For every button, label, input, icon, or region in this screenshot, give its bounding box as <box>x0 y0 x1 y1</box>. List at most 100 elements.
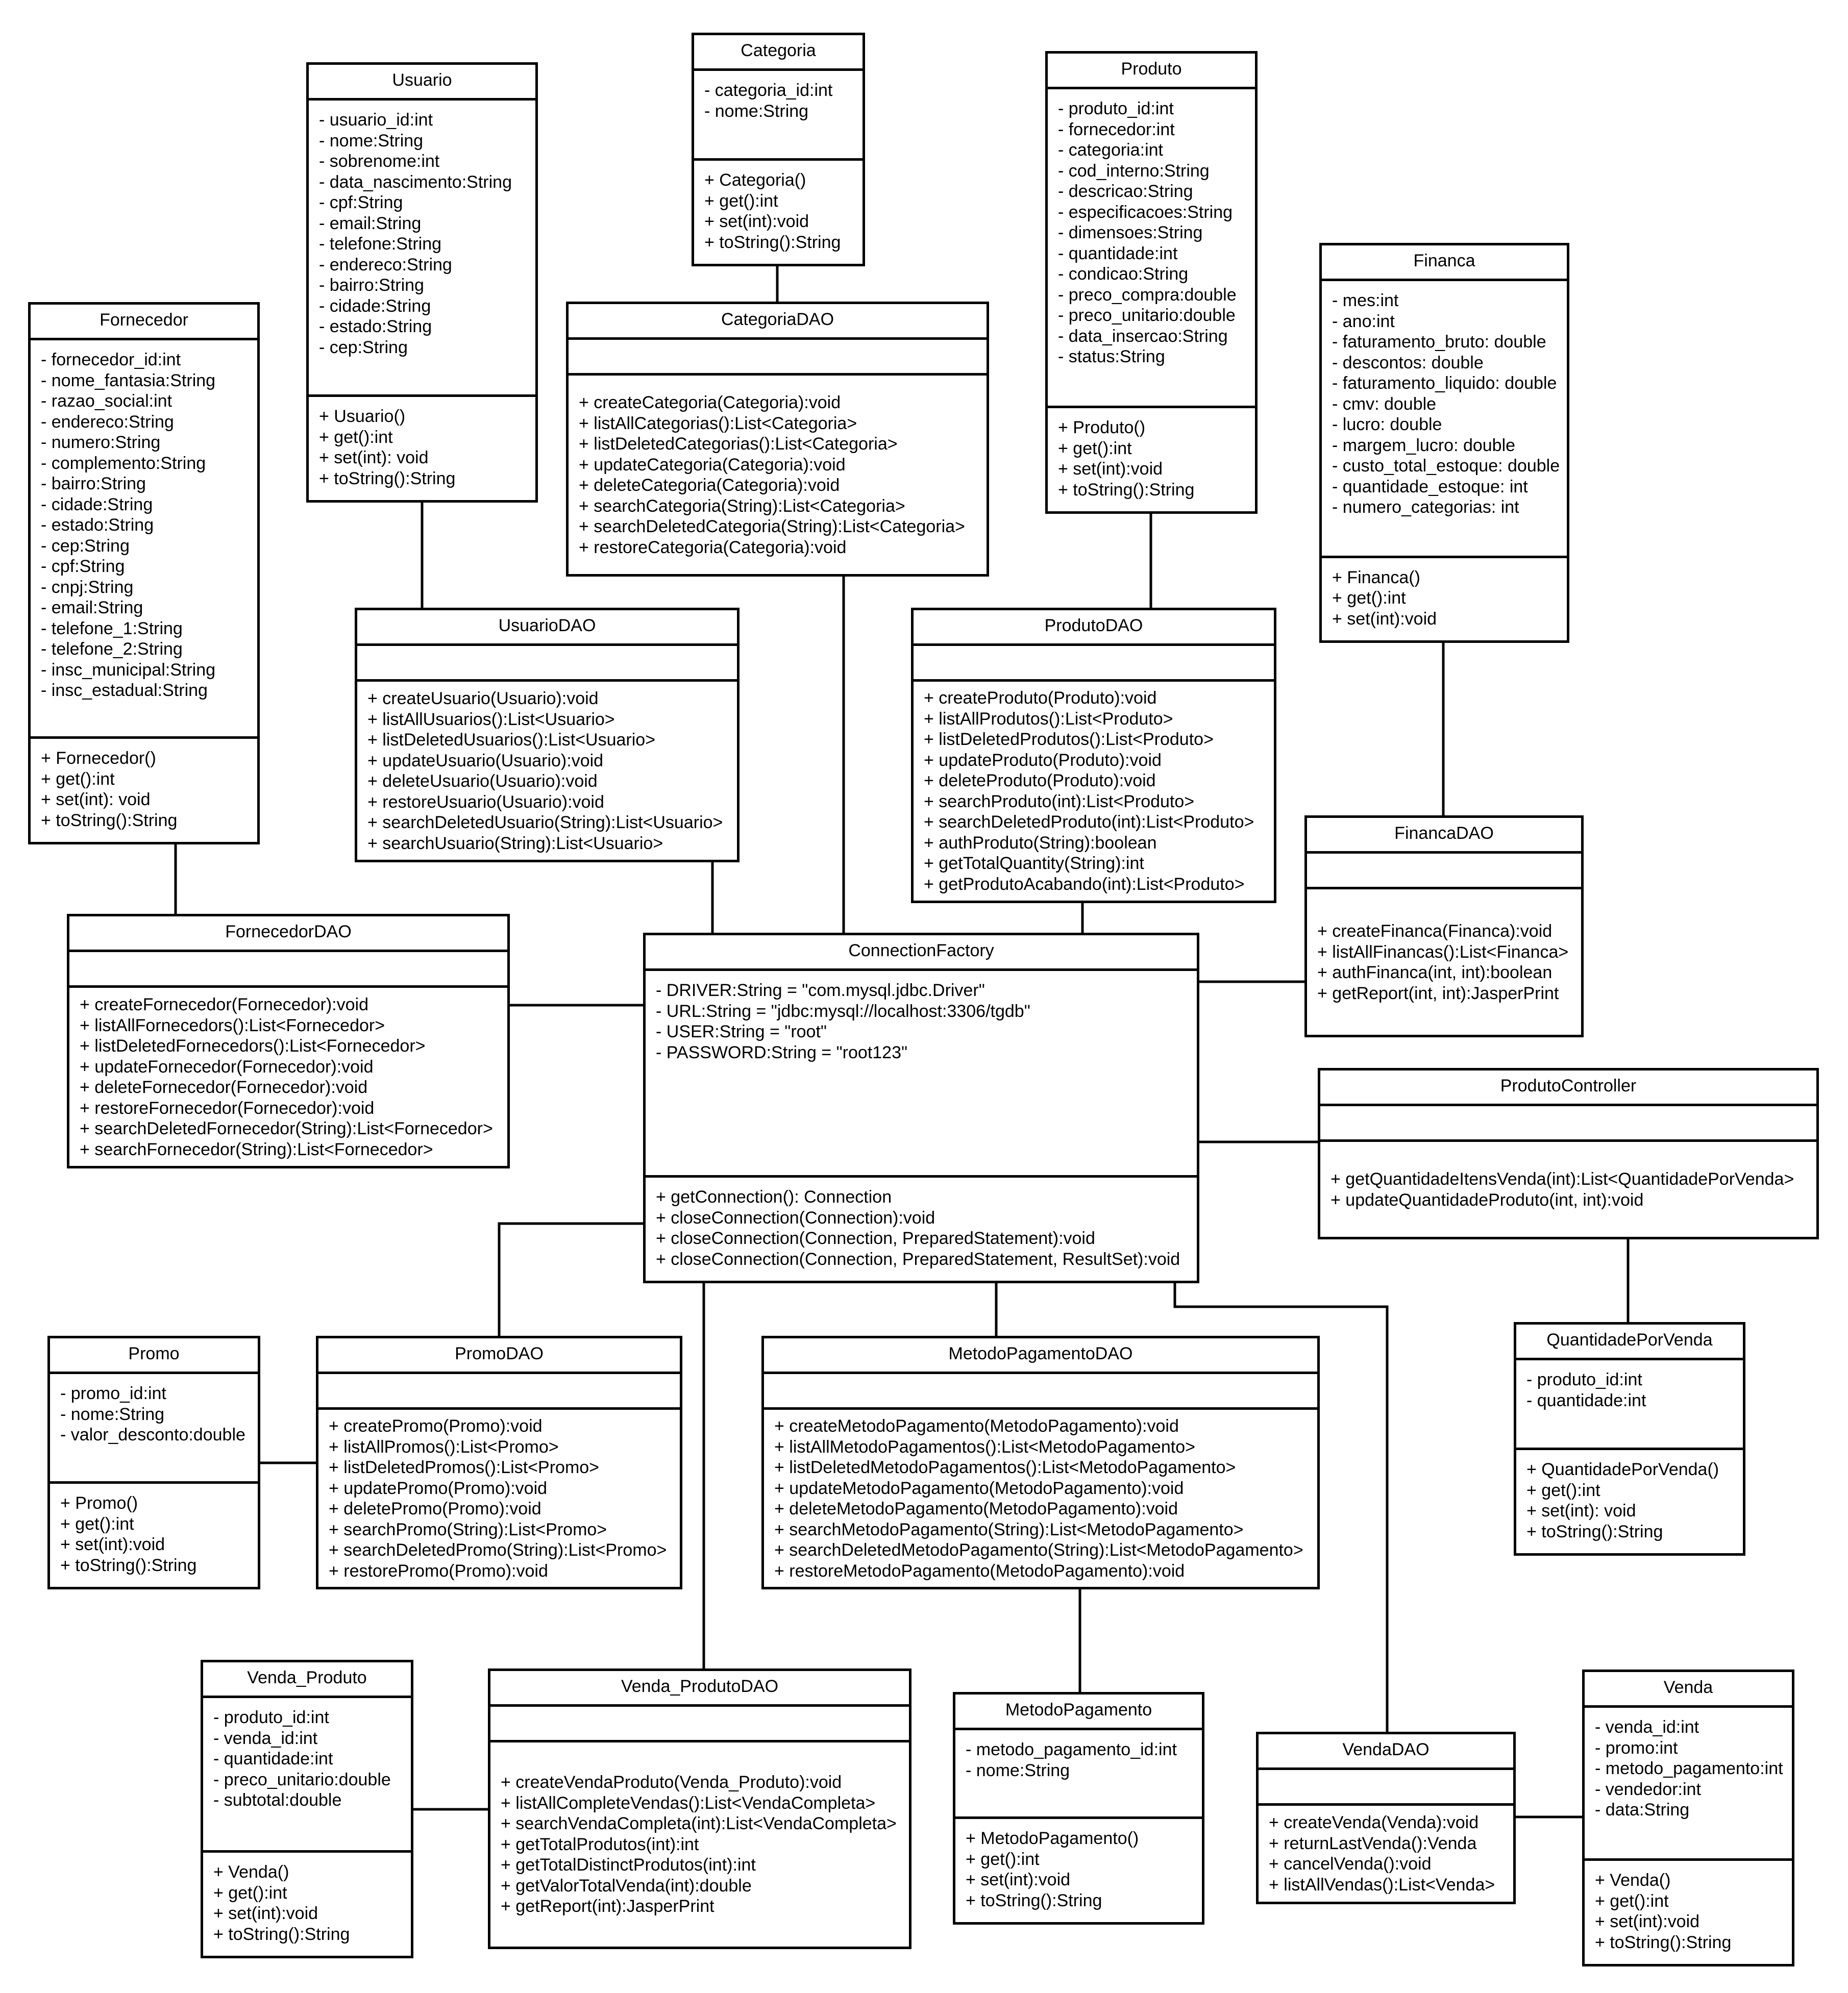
method: + searchDeletedMetodoPagamento(String):L… <box>774 1540 1303 1560</box>
method: + toString():String <box>41 810 178 830</box>
method: + listAllFornecedors():List<Fornecedor> <box>80 1015 385 1035</box>
method: + getValorTotalVenda(int):double <box>501 1876 752 1896</box>
attribute: - cpf:String <box>319 193 403 212</box>
attribute: - quantidade:int <box>213 1749 333 1768</box>
attribute: - estado:String <box>41 515 154 535</box>
attribute: - URL:String = "jdbc:mysql://localhost:3… <box>656 1001 1030 1021</box>
class-categoria: Categoria- categoria_id:int- nome:String… <box>692 33 865 266</box>
attribute: - metodo_pagamento_id:int <box>966 1740 1177 1759</box>
attribute: - cidade:String <box>319 296 431 316</box>
method: + get():int <box>213 1883 287 1903</box>
class-venda-produto: Venda_Produto- produto_id:int- venda_id:… <box>201 1660 413 1958</box>
attribute: - endereco:String <box>41 412 174 432</box>
link-vendadao-connectionfactory <box>1173 1282 1389 1733</box>
method: + get():int <box>966 1849 1040 1869</box>
attributes-section <box>357 646 737 682</box>
class-usuario: Usuario- usuario_id:int- nome:String- so… <box>306 62 538 503</box>
attribute: - cep:String <box>41 536 130 556</box>
class-name: Promo <box>50 1338 258 1374</box>
attributes-section: - produto_id:int- fornecedor:int- catego… <box>1048 89 1255 408</box>
methods-section: + Fornecedor()+ get():int+ set(int): voi… <box>31 739 257 842</box>
method: + updateProduto(Produto):void <box>924 750 1162 770</box>
method: + Categoria() <box>704 170 806 190</box>
class-name: ProdutoDAO <box>914 610 1274 646</box>
attribute: - margem_lucro: double <box>1332 435 1516 455</box>
method: + set(int): void <box>1526 1501 1636 1521</box>
attribute: - nome_fantasia:String <box>41 370 216 390</box>
attribute: - descontos: double <box>1332 353 1484 372</box>
attribute: - custo_total_estoque: double <box>1332 456 1560 476</box>
attribute: - dimensoes:String <box>1058 223 1203 242</box>
attribute: - venda_id:int <box>213 1728 318 1748</box>
attribute: - data_nascimento:String <box>319 172 512 192</box>
method: + createFinanca(Financa):void <box>1317 921 1553 941</box>
class-venda: Venda- venda_id:int- promo:int- metodo_p… <box>1582 1670 1794 1966</box>
methods-section: + Venda()+ get():int+ set(int):void+ toS… <box>203 1853 411 1956</box>
attribute: - telefone_1:String <box>41 618 183 638</box>
attribute: - fornecedor_id:int <box>41 350 181 369</box>
methods-section: + createVendaProduto(Venda_Produto):void… <box>490 1742 909 1917</box>
attribute: - telefone:String <box>319 234 442 254</box>
attribute: - preco_unitario:double <box>1058 306 1236 325</box>
attribute: - condicao:String <box>1058 264 1189 284</box>
class-categoria-dao: CategoriaDAO+ createCategoria(Categoria)… <box>566 302 989 577</box>
attribute: - sobrenome:int <box>319 152 440 171</box>
method: + listAllUsuarios():List<Usuario> <box>367 709 615 729</box>
attribute: - email:String <box>319 213 422 233</box>
attribute: - preco_unitario:double <box>213 1770 391 1789</box>
methods-section: + createUsuario(Usuario):void+ listAllUs… <box>357 682 737 854</box>
methods-section: + MetodoPagamento()+ get():int+ set(int)… <box>955 1819 1202 1922</box>
method: + searchUsuario(String):List<Usuario> <box>367 833 663 853</box>
attribute: - ano:int <box>1332 311 1395 331</box>
attribute: - vendedor:int <box>1595 1779 1701 1799</box>
class-financa-dao: FinancaDAO+ createFinanca(Financa):void+… <box>1304 815 1584 1037</box>
attribute: - cnpj:String <box>41 577 134 597</box>
attribute: - usuario_id:int <box>319 110 433 130</box>
attribute: - estado:String <box>319 317 432 336</box>
attribute: - promo_id:int <box>60 1384 166 1403</box>
method: + updateCategoria(Categoria):void <box>579 455 846 475</box>
class-metodo-pagamento-dao: MetodoPagamentoDAO+ createMetodoPagament… <box>761 1336 1320 1589</box>
class-name: PromoDAO <box>318 1338 680 1374</box>
class-fornecedor: Fornecedor - fornecedor_id:int- nome_fant… <box>28 302 260 844</box>
class-produto: Produto- produto_id:int- fornecedor:int-… <box>1045 51 1258 514</box>
attribute: - categoria_id:int <box>704 81 833 100</box>
method: + QuantidadePorVenda() <box>1526 1460 1719 1479</box>
attribute: - categoria:int <box>1058 140 1163 160</box>
method: + createFornecedor(Fornecedor):void <box>80 995 368 1014</box>
method: + searchProduto(int):List<Produto> <box>924 791 1195 811</box>
method: + set(int):void <box>1058 459 1163 479</box>
attribute: - bairro:String <box>319 276 424 295</box>
class-name: MetodoPagamentoDAO <box>764 1338 1317 1374</box>
method: + deletePromo(Promo):void <box>329 1499 541 1518</box>
method: + getReport(int, int):JasperPrint <box>1317 983 1559 1003</box>
methods-section: + createPromo(Promo):void+ listAllPromos… <box>318 1410 680 1581</box>
method: + toString():String <box>213 1924 350 1944</box>
attribute: - cep:String <box>319 337 408 357</box>
attribute: - quantidade:int <box>1526 1390 1646 1410</box>
method: + authFinanca(int, int):boolean <box>1317 963 1553 982</box>
attributes-section: - produto_id:int- venda_id:int- quantida… <box>203 1698 411 1853</box>
method: + restoreCategoria(Categoria):void <box>579 537 847 557</box>
method: + get():int <box>1332 588 1406 608</box>
method: + closeConnection(Connection, PreparedSt… <box>656 1249 1180 1269</box>
attribute: - nome:String <box>966 1760 1070 1780</box>
attributes-section <box>914 646 1274 682</box>
class-name: Fornecedor <box>31 305 257 340</box>
method: + createVenda(Venda):void <box>1269 1813 1479 1832</box>
method: + getReport(int):JasperPrint <box>501 1897 714 1916</box>
method: + updateMetodoPagamento(MetodoPagamento)… <box>774 1478 1184 1498</box>
method: + listDeletedMetodoPagamentos():List<Met… <box>774 1458 1236 1477</box>
method: + createProduto(Produto):void <box>924 688 1157 708</box>
method: + listAllFinancas():List<Financa> <box>1317 942 1569 962</box>
method: + toString():String <box>704 232 841 252</box>
method: + Fornecedor() <box>41 749 156 768</box>
method: + restoreFornecedor(Fornecedor):void <box>80 1098 375 1118</box>
attribute: - numero:String <box>41 433 161 452</box>
attribute: - telefone_2:String <box>41 639 183 659</box>
method: + restoreUsuario(Usuario):void <box>367 792 604 812</box>
method: + searchDeletedFornecedor(String):List<F… <box>80 1119 493 1138</box>
attribute: - endereco:String <box>319 255 452 275</box>
attribute: - produto_id:int <box>213 1708 329 1727</box>
method: + getTotalProdutos(int):int <box>501 1834 699 1854</box>
